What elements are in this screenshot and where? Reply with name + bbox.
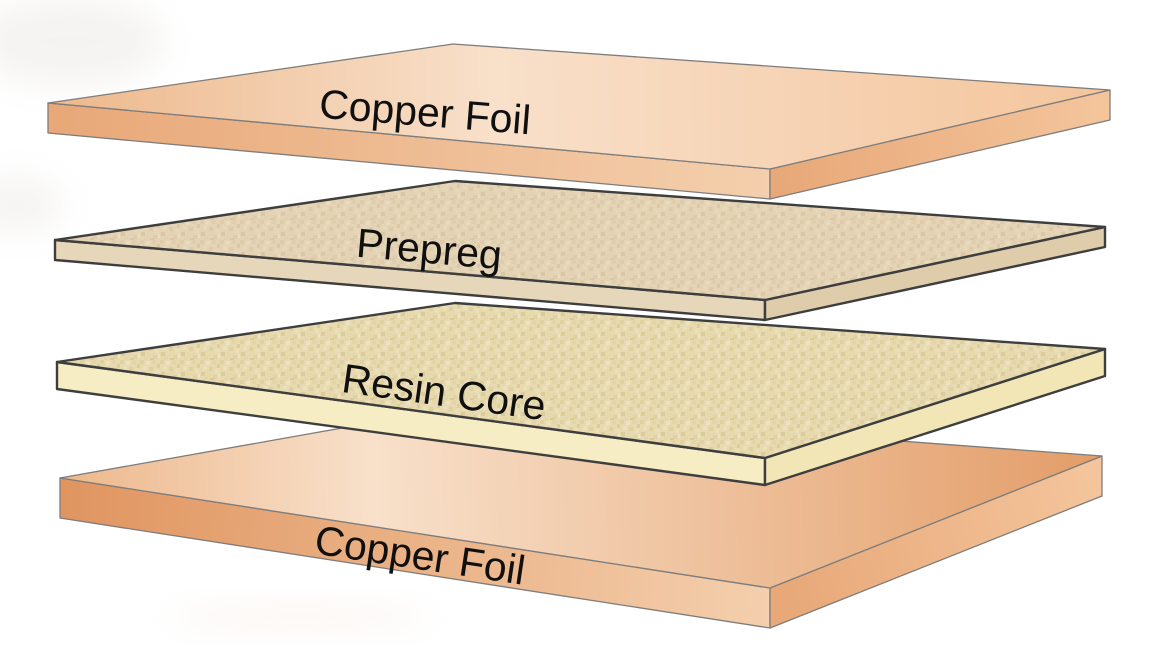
layer-resin-core: Resin Core xyxy=(55,301,1107,487)
prepreg-top-face-texture xyxy=(55,181,1105,300)
background-smudges xyxy=(0,0,430,629)
prepreg-top-face-outline xyxy=(53,179,1107,302)
layer-prepreg: Prepreg xyxy=(53,179,1107,322)
layer-copper-foil-top: Copper Foil xyxy=(47,43,1111,200)
resin-core-top-face-outline xyxy=(55,301,1107,460)
copper-foil-top-top-face xyxy=(47,43,1111,170)
resin-core-top-face-texture xyxy=(57,303,1105,458)
